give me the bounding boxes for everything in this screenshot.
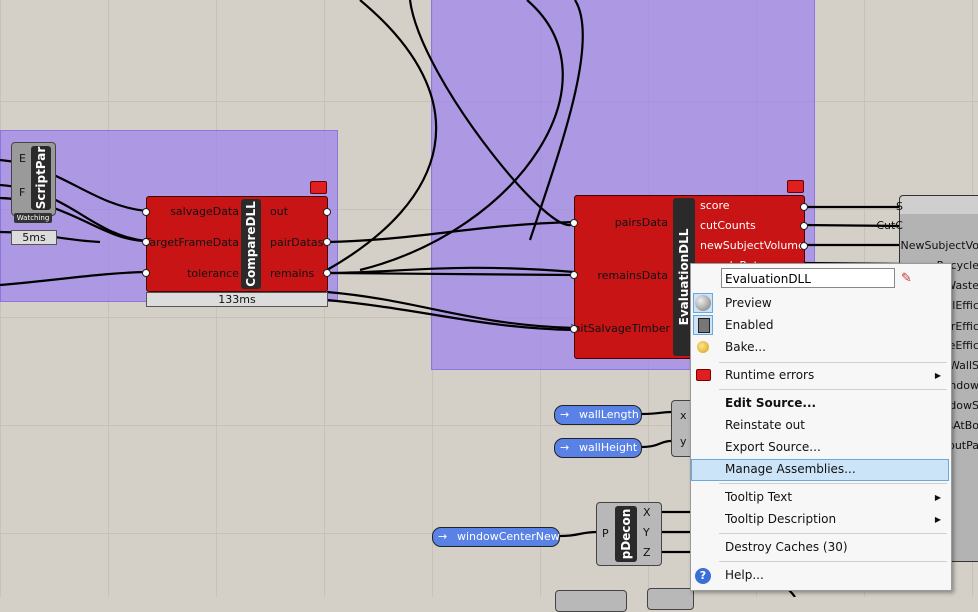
panel-item: eEffic (948, 339, 978, 352)
pdecon-output-x: X (643, 506, 651, 519)
panel-item: Waste (945, 279, 978, 292)
panel-item: CutC (876, 219, 903, 232)
compare-dll-port (323, 208, 331, 216)
arrow-right-icon: → (438, 530, 448, 543)
submenu-arrow-icon: ▶ (934, 371, 941, 380)
menu-separator (719, 483, 947, 484)
port-f-label: F (19, 186, 26, 199)
bottom-component[interactable] (555, 590, 627, 612)
panel-item: S (896, 200, 903, 213)
menu-edit-source[interactable]: Edit Source... (725, 396, 817, 410)
slider-wall-height[interactable]: → wallHeight (554, 438, 642, 458)
help-icon: ? (695, 568, 711, 584)
input-pairs-data[interactable]: pairsData (614, 216, 668, 229)
output-new-subject-volume[interactable]: newSubjectVolume (700, 239, 805, 252)
evaluation-dll-port (800, 203, 808, 211)
pdecon-output-z: Z (643, 546, 651, 559)
input-remains-data[interactable]: remainsData (597, 269, 668, 282)
menu-preview[interactable]: Preview (725, 296, 772, 310)
output-out[interactable]: out (270, 205, 289, 218)
menu-runtime-errors[interactable]: Runtime errors (725, 368, 815, 382)
menu-reinstate-out[interactable]: Reinstate out (725, 418, 805, 432)
evaluation-dll-port (570, 325, 578, 333)
port-y-label: y (680, 435, 687, 448)
runtime-errors-icon (696, 369, 711, 381)
rename-paint-icon[interactable]: ✎ (901, 271, 912, 286)
panel-item: WallS (948, 359, 978, 372)
compare-dll-port (142, 269, 150, 277)
compare-dll-warning-icon[interactable] (310, 181, 327, 194)
panel-item: sAtBo (947, 419, 978, 432)
enabled-icon (698, 318, 710, 333)
evaluation-dll-port (800, 242, 808, 250)
menu-separator (719, 561, 947, 562)
menu-tooltip-text[interactable]: Tooltip Text (725, 490, 793, 504)
menu-enabled[interactable]: Enabled (725, 318, 774, 332)
right-panel-header (900, 196, 978, 214)
evaluation-dll-port (570, 219, 578, 227)
submenu-arrow-icon: ▶ (934, 515, 941, 524)
port-x-label: x (680, 409, 687, 422)
output-score[interactable]: score (700, 199, 730, 212)
panel-item: putPa (947, 439, 978, 452)
pdecon-output-y: Y (643, 526, 650, 539)
menu-destroy-caches[interactable]: Destroy Caches (30) (725, 540, 848, 554)
menu-separator (719, 533, 947, 534)
compare-dll-component[interactable]: salvageData TargetFrameData tolerance Co… (144, 196, 328, 292)
input-tolerance[interactable]: tolerance (187, 267, 239, 280)
input-init-salvage-timber[interactable]: initSalvageTimber (570, 322, 670, 335)
compare-dll-port (142, 208, 150, 216)
evaluation-dll-title: EvaluationDLL (673, 198, 695, 356)
output-pair-datas[interactable]: pairDatas (270, 236, 324, 249)
panel-item: indow (946, 379, 978, 392)
output-remains[interactable]: remains (270, 267, 315, 280)
slider-window-center-new[interactable]: → windowCenterNew (432, 527, 560, 547)
compare-dll-timer: 133ms (146, 292, 328, 307)
menu-separator (719, 362, 947, 363)
pdecon-input-p: P (602, 527, 609, 540)
component-name-field[interactable]: EvaluationDLL (721, 268, 895, 288)
menu-tooltip-description[interactable]: Tooltip Description (725, 512, 837, 526)
context-menu: EvaluationDLL ✎ Preview Enabled Bake... … (690, 263, 952, 591)
slider-wall-length[interactable]: → wallLength (554, 405, 642, 425)
compare-dll-title: CompareDLL (241, 199, 261, 289)
script-param-status: Watching (14, 213, 52, 223)
bottom-component[interactable] (647, 588, 694, 610)
evaluation-dll-port (570, 271, 578, 279)
bake-egg-icon (697, 341, 709, 353)
menu-bake[interactable]: Bake... (725, 340, 766, 354)
port-e-label: E (19, 152, 26, 165)
compare-dll-port (323, 269, 331, 277)
preview-sphere-icon (695, 295, 711, 311)
pdecon-component[interactable]: P pDecon X Y Z (596, 502, 662, 566)
script-param-component[interactable]: E F ScriptPar (11, 142, 56, 216)
compare-dll-port (323, 238, 331, 246)
compare-dll-port (142, 238, 150, 246)
arrow-right-icon: → (560, 408, 570, 421)
menu-export-source[interactable]: Export Source... (725, 440, 821, 454)
evaluation-dll-port (800, 222, 808, 230)
menu-manage-assemblies[interactable]: Manage Assemblies... (725, 462, 856, 476)
input-salvage-data[interactable]: salvageData (170, 205, 239, 218)
panel-item: alEffic (945, 299, 978, 312)
output-cut-counts[interactable]: cutCounts (700, 219, 756, 232)
panel-item: NewSubjectVo (900, 239, 978, 252)
menu-highlight (691, 459, 949, 481)
input-target-frame-data[interactable]: TargetFrameData (144, 236, 239, 249)
script-param-timer: 5ms (11, 230, 57, 245)
menu-help[interactable]: Help... (725, 568, 764, 582)
menu-separator (719, 389, 947, 390)
panel-item: orEffic (944, 320, 978, 333)
script-param-title: ScriptPar (31, 146, 51, 210)
submenu-arrow-icon: ▶ (934, 493, 941, 502)
pdecon-title: pDecon (615, 506, 637, 562)
arrow-right-icon: → (560, 441, 570, 454)
evaluation-dll-warning-icon[interactable] (787, 180, 804, 193)
